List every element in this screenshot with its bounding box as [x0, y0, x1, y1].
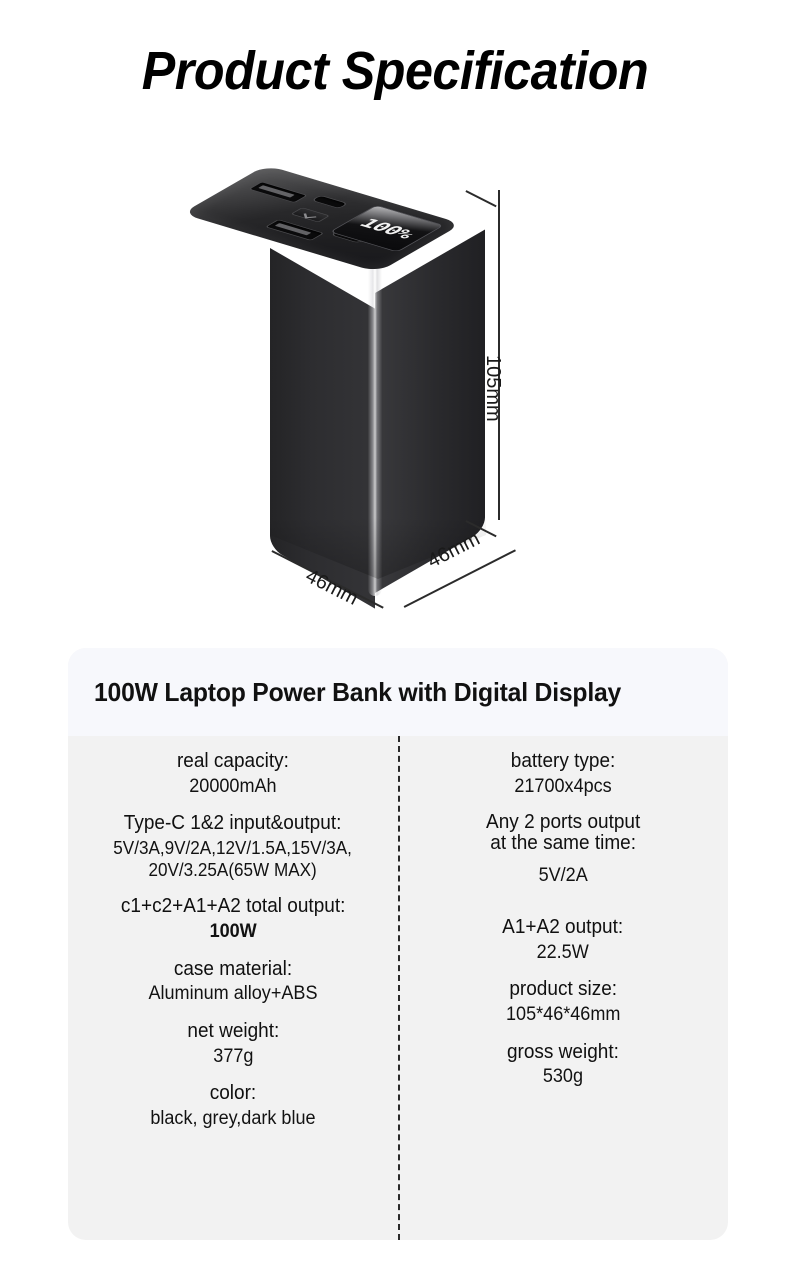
- spec-label: case material:: [173, 957, 293, 980]
- specification-panel-header: 100W Laptop Power Bank with Digital Disp…: [68, 648, 728, 736]
- spec-row: net weight: 377g: [185, 1020, 282, 1068]
- height-dimension-line: [498, 190, 500, 520]
- spec-row: real capacity: 20000mAh: [174, 750, 292, 798]
- spec-row: gross weight: 530g: [504, 1041, 622, 1089]
- spec-value: 5V/3A,9V/2A,12V/1.5A,15V/3A, 20V/3.25A(6…: [113, 837, 353, 880]
- power-bank-device: 100%: [181, 165, 498, 609]
- spec-row: case material: Aluminum alloy+ABS: [144, 958, 322, 1006]
- spec-label: real capacity:: [177, 750, 289, 772]
- spec-row: Type-C 1&2 input&output: 5V/3A,9V/2A,12V…: [107, 812, 358, 881]
- spec-row: battery type: 21700x4pcs: [508, 750, 618, 798]
- spec-label: A1+A2 output:: [502, 915, 624, 938]
- spec-row: Any 2 ports output at the same time: 5V/…: [482, 812, 644, 888]
- spec-row: A1+A2 output: 22.5W: [499, 916, 626, 964]
- spec-label: Type-C 1&2 input&output:: [124, 812, 342, 835]
- column-divider: [398, 736, 400, 1240]
- battery-percentage-readout: 100%: [354, 216, 420, 241]
- spec-column-left: real capacity: 20000mAh Type-C 1&2 input…: [68, 750, 398, 1240]
- spec-label: net weight:: [187, 1019, 279, 1042]
- spec-value: 5V/2A: [538, 865, 588, 887]
- spec-label: color:: [209, 1082, 257, 1105]
- spec-value: 100W: [209, 920, 257, 942]
- spec-value: 20000mAh: [189, 775, 277, 797]
- spec-label: gross weight:: [507, 1040, 619, 1063]
- spec-value: 377g: [212, 1045, 254, 1067]
- spec-label: battery type:: [510, 750, 616, 772]
- spec-value: 105*46*46mm: [505, 1003, 621, 1025]
- spec-value: Aluminum alloy+ABS: [148, 983, 318, 1005]
- spec-row: c1+c2+A1+A2 total output: 100W: [115, 895, 351, 943]
- product-heading: 100W Laptop Power Bank with Digital Disp…: [94, 676, 622, 707]
- spec-column-right: battery type: 21700x4pcs Any 2 ports out…: [398, 750, 728, 1240]
- product-illustration: 100% 105mm 46mm 46mm: [0, 140, 790, 640]
- spec-value: 21700x4pcs: [514, 775, 612, 797]
- spec-label: c1+c2+A1+A2 total output:: [120, 895, 346, 918]
- spec-label: Any 2 ports output at the same time:: [485, 811, 641, 854]
- spec-row: product size: 105*46*46mm: [503, 978, 623, 1026]
- spec-row: color: black, grey,dark blue: [146, 1082, 320, 1130]
- spec-value: black, grey,dark blue: [150, 1107, 316, 1129]
- device-corner-highlight: [368, 251, 382, 596]
- height-dimension-label: 105mm: [482, 355, 504, 422]
- spec-label: product size:: [509, 978, 617, 1001]
- specification-table: real capacity: 20000mAh Type-C 1&2 input…: [68, 736, 728, 1240]
- page-title: Product Specification: [141, 41, 649, 101]
- spec-value: 22.5W: [536, 941, 590, 963]
- device-top-face: 100%: [181, 165, 462, 273]
- spec-value: 530g: [542, 1066, 584, 1088]
- specification-panel: 100W Laptop Power Bank with Digital Disp…: [68, 648, 728, 1240]
